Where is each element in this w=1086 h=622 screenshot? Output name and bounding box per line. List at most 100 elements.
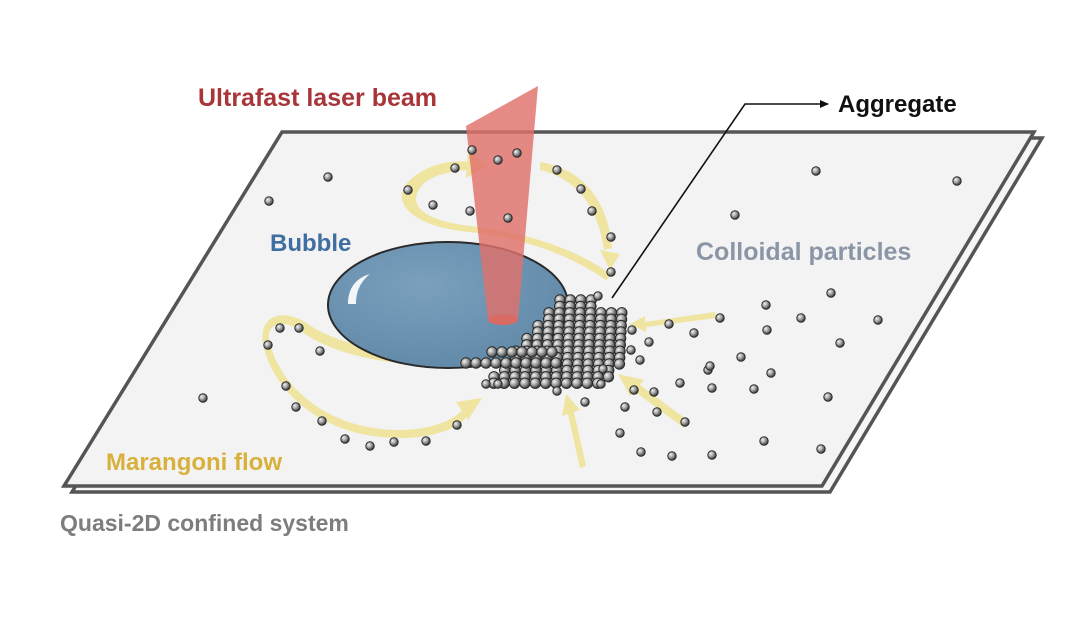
colloidal-particle [707, 450, 717, 460]
colloidal-particle [705, 361, 715, 371]
colloidal-particle [667, 451, 677, 461]
bubble-label: Bubble [270, 230, 351, 257]
colloidal-particle [294, 323, 304, 333]
colloidal-particle [467, 145, 477, 155]
flow-loop-upper-right [540, 162, 612, 250]
aggregate-particle [510, 357, 522, 369]
colloidal-particle [465, 206, 475, 216]
aggregate-particle [540, 377, 552, 389]
aggregate-particle [486, 346, 498, 358]
laser-beam-focus [488, 315, 518, 325]
colloidal-particle [766, 368, 776, 378]
colloidal-particle [281, 381, 291, 391]
colloidal-particle [481, 379, 491, 389]
aggregate-particle [529, 377, 541, 389]
laser-beam-label: Ultrafast laser beam [198, 84, 437, 112]
colloidal-particle [736, 352, 746, 362]
colloidal-particle [421, 436, 431, 446]
aggregate-particle [613, 358, 626, 370]
colloidal-particle [636, 447, 646, 457]
flow-arrow-upper-right-head [600, 250, 620, 270]
colloidal-particle [626, 345, 636, 355]
colloidal-particle [291, 402, 301, 412]
colloidal-particle [198, 393, 208, 403]
colloidal-particle [552, 165, 562, 175]
colloidal-particle [873, 315, 883, 325]
colloidal-particle [587, 206, 597, 216]
aggregate-particle [480, 357, 492, 369]
colloidal-particle [762, 325, 772, 335]
colloidal-particle [649, 387, 659, 397]
colloidal-particle [615, 428, 625, 438]
colloidal-particle [627, 325, 637, 335]
aggregate-particle [460, 357, 472, 369]
colloidal-particles [198, 145, 962, 461]
colloidal-particle [664, 319, 674, 329]
bubble-highlight [348, 274, 370, 304]
aggregate-particle [602, 371, 615, 383]
colloidal-particle [675, 378, 685, 388]
aggregate-particle [581, 377, 593, 389]
aggregate-particle [536, 346, 548, 358]
colloidal-particle [796, 313, 806, 323]
colloidal-particle [835, 338, 845, 348]
flow-arrow-right-lower [562, 394, 586, 468]
colloidal-particle [680, 417, 690, 427]
colloidal-particle [707, 383, 717, 393]
flow-loop-lower-left [262, 315, 470, 438]
colloidal-particle [428, 200, 438, 210]
colloidal-particle [823, 392, 833, 402]
colloidal-particle [749, 384, 759, 394]
colloidal-particle [816, 444, 826, 454]
colloidal-particle [644, 337, 654, 347]
aggregate-particle [508, 377, 521, 389]
colloidal-particle [759, 436, 769, 446]
colloidal-particle [389, 437, 399, 447]
colloidal-particle [715, 313, 725, 323]
marangoni-flow-label: Marangoni flow [106, 449, 282, 476]
colloidal-particle [598, 364, 608, 374]
aggregate-particle [540, 357, 552, 369]
colloidal-particle [652, 407, 662, 417]
colloidal-particle [606, 232, 616, 242]
colloidal-particle [264, 196, 274, 206]
aggregate-particle [571, 377, 583, 389]
colloidal-particle [315, 346, 325, 356]
colloidal-particle [811, 166, 821, 176]
colloidal-particle [596, 379, 606, 389]
aggregate-particle [470, 357, 482, 369]
colloidal-particle [403, 185, 413, 195]
flow-arrow-lower-left-head [456, 398, 482, 420]
colloidal-particle [552, 386, 562, 396]
colloidal-particle [576, 184, 586, 194]
aggregate-label: Aggregate [838, 91, 957, 118]
colloidal-particle [826, 288, 836, 298]
laser-beam [466, 86, 538, 325]
aggregate-particle [550, 357, 562, 369]
flow-loop-upper-left [401, 161, 470, 232]
colloidal-particle [620, 402, 630, 412]
colloidal-particle [263, 340, 273, 350]
colloidal-particle [580, 397, 590, 407]
aggregate-pointer-line [611, 100, 829, 299]
colloidal-particle [340, 434, 350, 444]
colloidal-particle [761, 300, 771, 310]
aggregate-particle [520, 357, 532, 369]
colloidal-particles-label: Colloidal particles [696, 238, 911, 266]
colloidal-particle [635, 355, 645, 365]
aggregate-particle [560, 377, 573, 389]
aggregate-particle [496, 346, 508, 358]
aggregate-particle [516, 346, 528, 358]
colloidal-particle [275, 323, 285, 333]
laser-beam-cone [466, 86, 538, 320]
colloidal-particle [317, 416, 327, 426]
colloidal-particle [689, 328, 699, 338]
colloidal-particle [512, 148, 522, 158]
aggregate-particle [546, 346, 558, 358]
colloidal-particle [593, 291, 603, 301]
colloidal-particle [493, 379, 503, 389]
colloidal-particle [452, 420, 462, 430]
colloidal-particle [952, 176, 962, 186]
